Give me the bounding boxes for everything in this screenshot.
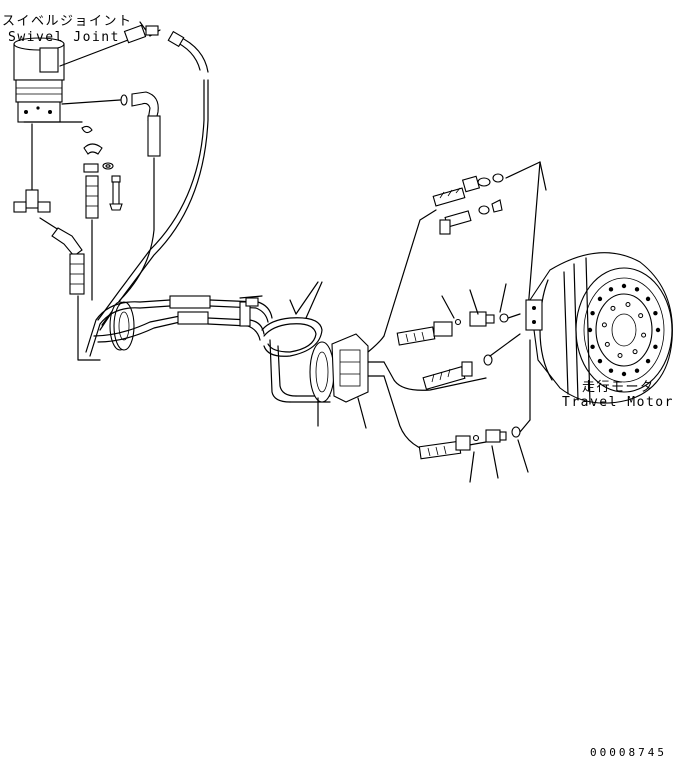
- motor-bolt-hole: [621, 371, 627, 377]
- elbow-fitting-top: [59, 21, 161, 67]
- hose-fittings-right: [396, 173, 521, 460]
- motor-bolt-hole: [621, 283, 627, 289]
- swivel-joint-label-en: Swivel Joint: [8, 30, 120, 45]
- motor-bolt-hole: [597, 296, 603, 302]
- motor-inner-bolt: [641, 332, 647, 338]
- motor-bolt-hole: [597, 358, 603, 364]
- travel-motor-label-en: Travel Motor: [562, 395, 674, 410]
- motor-bolt-hole: [608, 287, 614, 292]
- motor-inner-bolt: [625, 302, 631, 308]
- leader-lines: [305, 161, 547, 483]
- swivel-joint-label-jp: スイベルジョイント: [2, 14, 133, 29]
- motor-inner-bolt: [610, 305, 616, 311]
- motor-inner-bolt: [604, 341, 610, 347]
- motor-bolt-hole: [590, 344, 595, 350]
- tee-fitting-left: [13, 123, 101, 361]
- drawing-number: 00008745: [590, 746, 667, 759]
- swivel-joint: [13, 37, 65, 123]
- motor-bolt-hole: [645, 296, 651, 302]
- motor-bolt-hole: [653, 344, 658, 350]
- motor-bolt-hole: [634, 368, 640, 373]
- motor-inner-bolt: [638, 313, 644, 319]
- hose-elbow-2: [61, 91, 161, 331]
- motor-bolt-hole: [634, 287, 640, 292]
- steel-pipe-bundle: [85, 281, 331, 403]
- motor-bolt-hole: [587, 327, 593, 333]
- motor-bolt-hole: [608, 368, 614, 373]
- travel-motor-label-jp: 走行モータ: [582, 380, 655, 395]
- motor-bolt-circle: [587, 283, 661, 377]
- motor-bolt-hole: [645, 358, 651, 364]
- pipe-clamp-center: [309, 333, 385, 403]
- motor-inner-bolt: [601, 322, 607, 328]
- motor-inner-bolt: [632, 349, 638, 355]
- motor-bolt-hole: [653, 310, 658, 316]
- motor-bolt-hole: [590, 310, 595, 316]
- motor-bolt-hole: [655, 327, 661, 333]
- clamp-bolt-parts: [23, 121, 123, 301]
- motor-inner-bolt: [617, 352, 623, 358]
